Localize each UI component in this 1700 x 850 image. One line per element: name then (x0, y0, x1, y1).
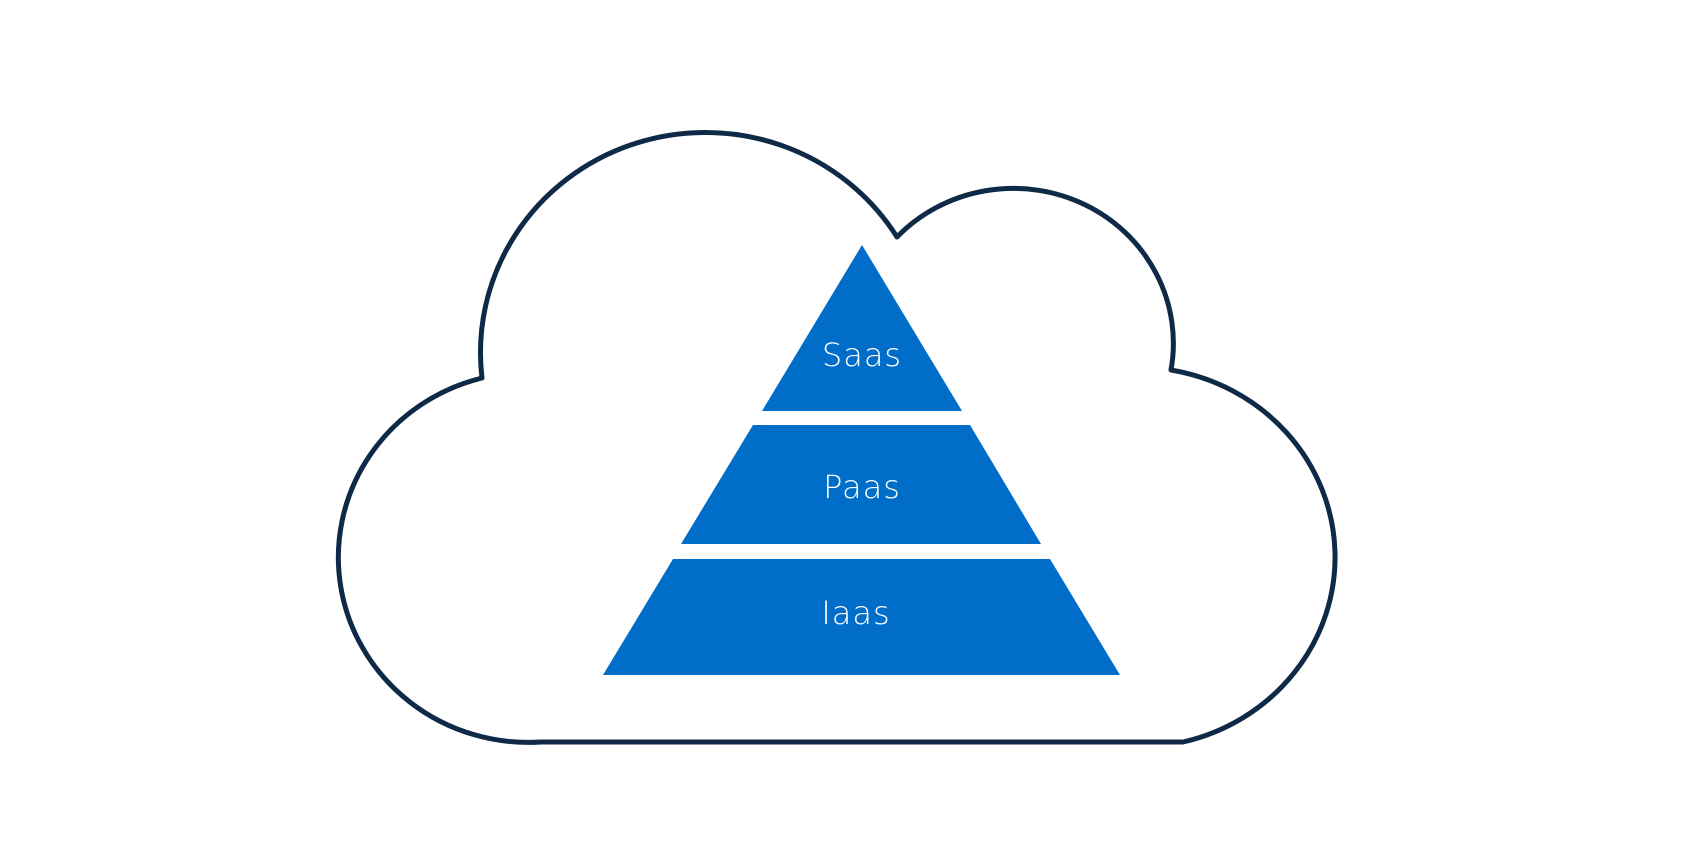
tier-iaas-shape (603, 559, 1120, 675)
tier-saas-shape (762, 245, 962, 411)
tier-iaas-label: Iaas (821, 594, 890, 632)
tier-iaas: Iaas (603, 559, 1120, 675)
tier-saas-label: Saas (822, 336, 902, 374)
tier-saas: Saas (762, 245, 962, 411)
service-model-pyramid: Saas Paas Iaas (603, 245, 1120, 675)
tier-paas: Paas (681, 425, 1041, 544)
tier-paas-label: Paas (823, 468, 901, 506)
tier-paas-shape (681, 425, 1041, 544)
